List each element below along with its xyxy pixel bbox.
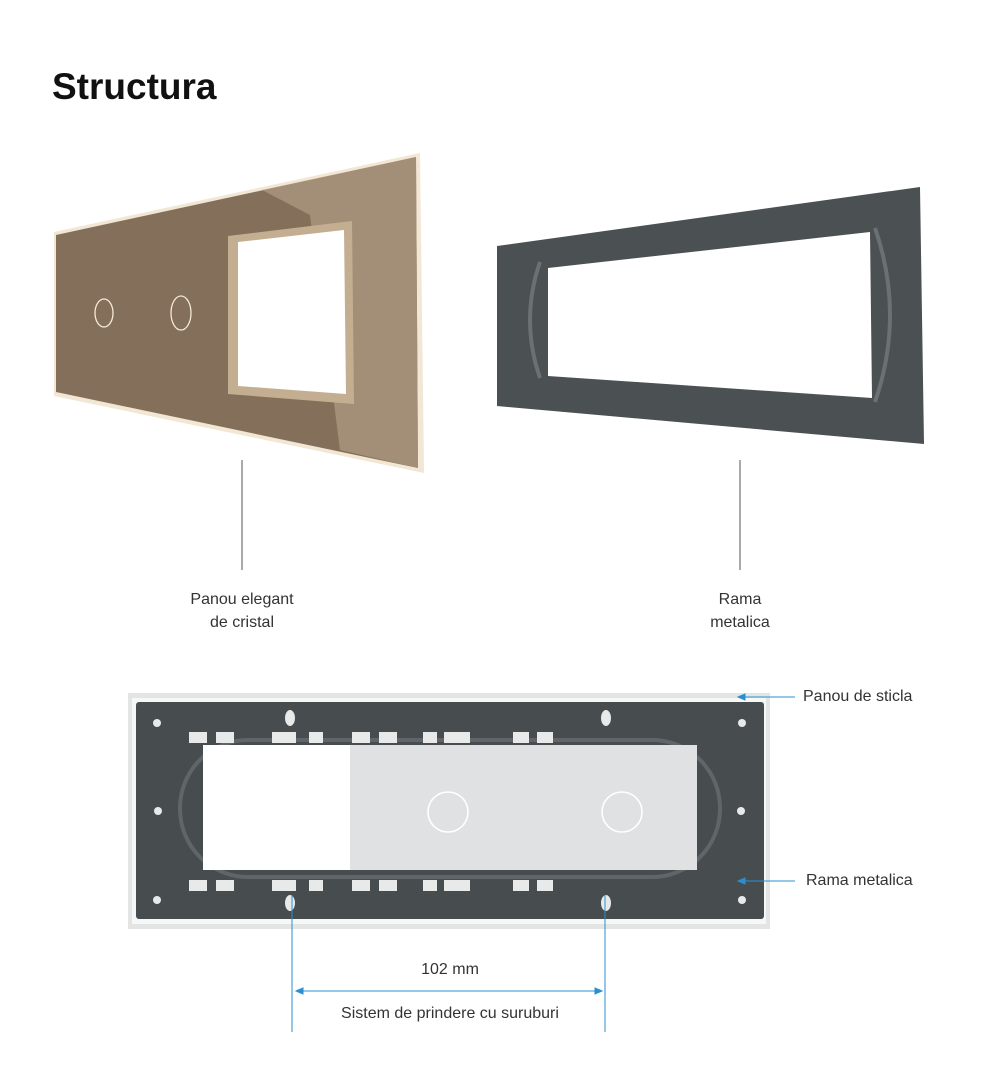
arrow-head-icon [736,693,746,701]
page-title: Structura [52,66,217,107]
touch-button-icon [170,295,192,331]
label-line: Rama [718,591,762,608]
touch-button-icon [601,791,643,833]
callout-frame-label: Rama metalica [806,872,913,889]
glass-panel-label: Panou elegant de cristal [142,588,342,634]
touch-button-icon [94,298,114,328]
assembly-image [128,693,770,929]
dimension-value: 102 mm [421,961,479,978]
arrow-head-icon [736,877,746,885]
dimension-caption: Sistem de prindere cu suruburi [341,1005,559,1022]
metal-frame-image [497,187,924,444]
metal-frame-label: Rama metalica [640,588,840,634]
arrow-head-icon [294,987,304,995]
label-line: Panou elegant [190,591,294,608]
glass-panel-image [54,153,424,473]
touch-button-icon [427,791,469,833]
label-line: metalica [710,614,770,631]
callout-glass-label: Panou de sticla [803,688,913,705]
label-line: de cristal [209,614,275,631]
arrow-head-icon [594,987,604,995]
